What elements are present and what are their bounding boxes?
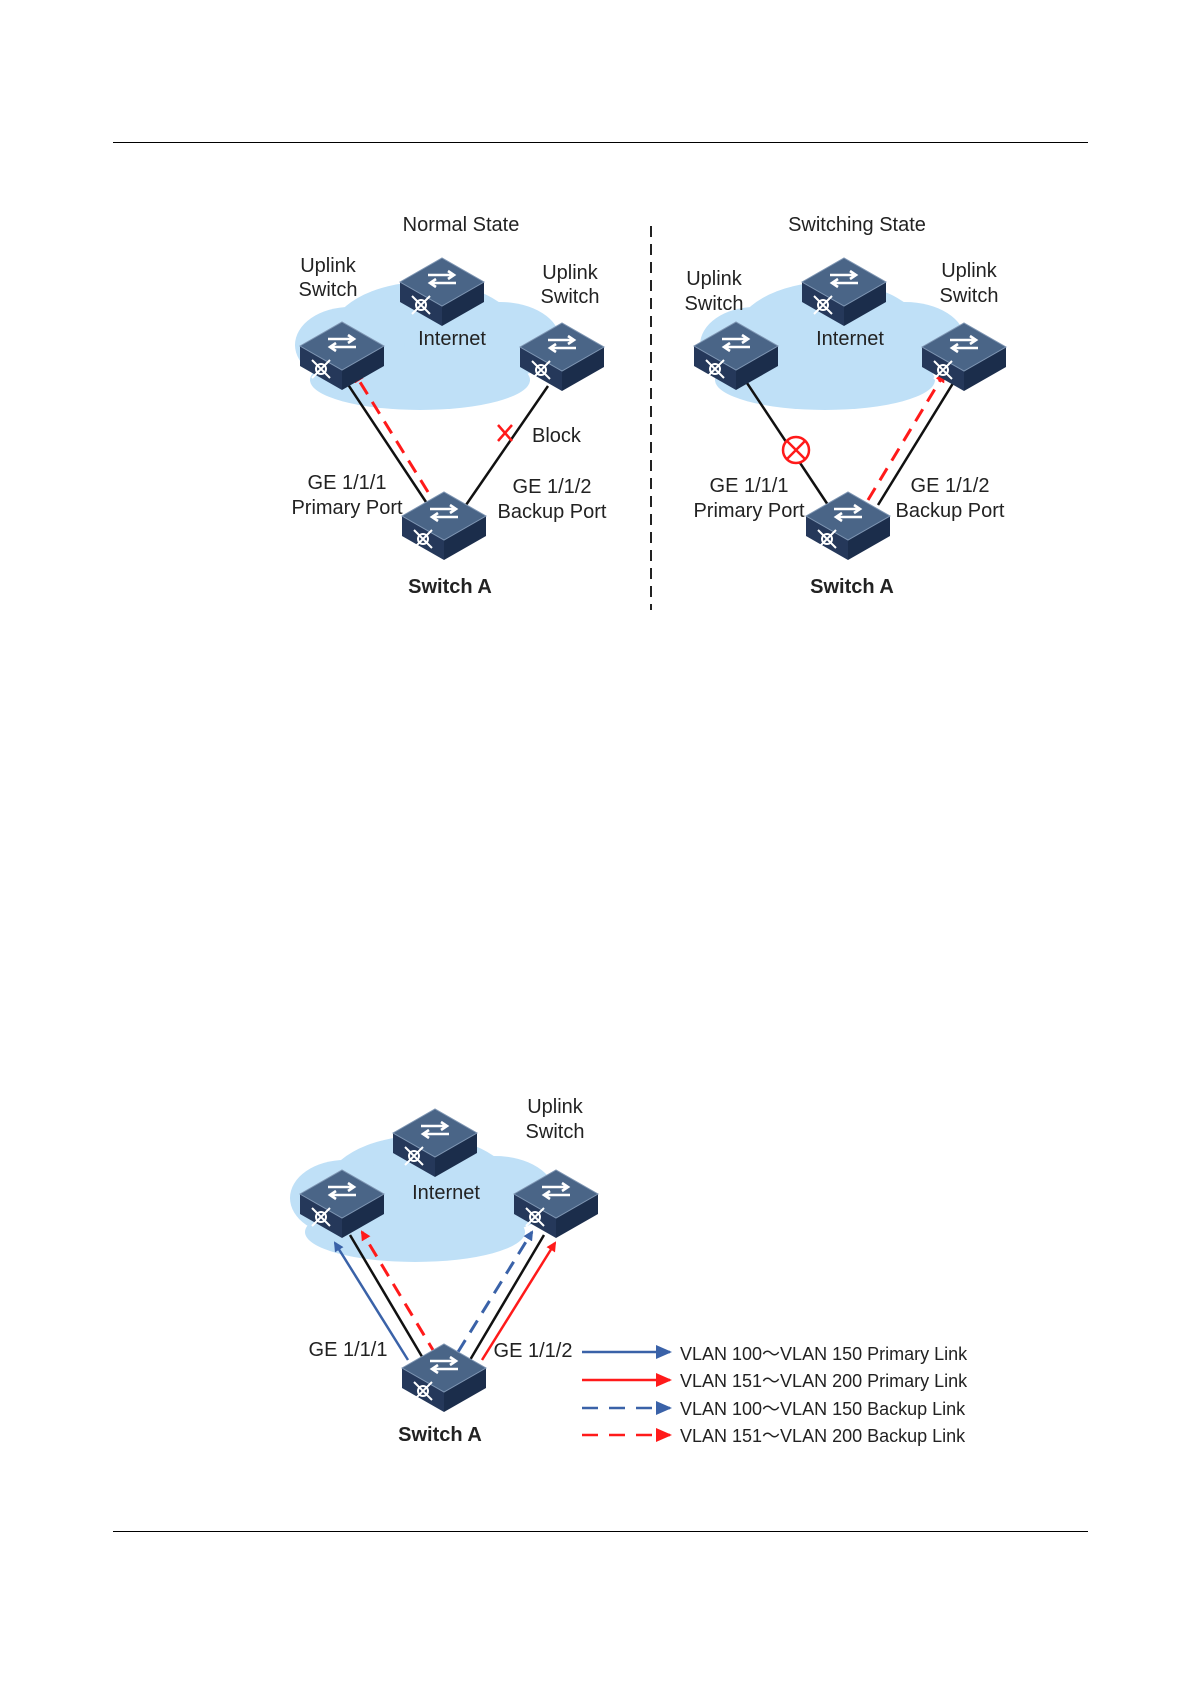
uplink-right-label-2: Switch — [541, 286, 600, 308]
vlan151-200-backup-link — [360, 1230, 438, 1356]
legend-label: VLAN 100～VLAN 150 Primary Link — [680, 1344, 968, 1364]
switch-a — [400, 490, 488, 562]
primary-link — [343, 379, 430, 506]
uplink-left-label-1: Uplink — [300, 255, 357, 277]
uplink-label-2: Switch — [526, 1121, 585, 1143]
switch-a — [804, 490, 892, 562]
backup-link — [464, 385, 550, 506]
vlan100-150-backup-link — [456, 1230, 534, 1353]
primary-port-label-1: GE 1/1/1 — [308, 472, 387, 494]
block-label: Block — [532, 425, 582, 447]
switching-state-panel: Internet Switching State Uplink Switch U… — [685, 214, 1008, 598]
backup-port-label-2: Backup Port — [498, 501, 607, 523]
uplink-left-label-2: Switch — [299, 279, 358, 301]
legend: VLAN 100～VLAN 150 Primary Link VLAN 151～… — [582, 1344, 968, 1446]
panel-title: Normal State — [403, 214, 520, 236]
internet-label: Internet — [412, 1182, 480, 1204]
panel-title: Switching State — [788, 214, 926, 236]
footer-rule — [113, 1531, 1088, 1532]
link-fault-icon — [781, 435, 811, 465]
normal-state-panel: Internet Block Normal State Uplink Switc… — [291, 214, 606, 598]
port2-label: GE 1/1/2 — [494, 1340, 573, 1362]
physical-link-right — [468, 1234, 546, 1361]
backup-port-label-1: GE 1/1/2 — [911, 475, 990, 497]
primary-port-label-2: Primary Port — [693, 500, 805, 522]
switch-a-label: Switch A — [810, 576, 894, 598]
vlan151-200-primary-link — [480, 1241, 557, 1361]
switch-a-label: Switch A — [408, 576, 492, 598]
backup-port-label-2: Backup Port — [896, 500, 1005, 522]
switch-a-label: Switch A — [398, 1424, 482, 1446]
header-rule — [113, 142, 1088, 143]
primary-port-label-1: GE 1/1/1 — [710, 475, 789, 497]
uplink-left-label-2: Switch — [685, 293, 744, 315]
uplink-right-label-1: Uplink — [542, 262, 599, 284]
vlan-load-sharing-diagram: Internet Uplink Switch GE 1/1/1 GE 1/1/2… — [290, 1096, 968, 1446]
primary-traffic-arrow — [353, 372, 430, 493]
legend-label: VLAN 151～VLAN 200 Backup Link — [680, 1426, 966, 1446]
backup-link — [876, 379, 957, 506]
port1-label: GE 1/1/1 — [309, 1339, 388, 1361]
physical-link-left — [348, 1234, 426, 1361]
legend-label: VLAN 151～VLAN 200 Primary Link — [680, 1371, 968, 1391]
internet-label: Internet — [816, 328, 884, 350]
block-icon — [497, 424, 513, 442]
internet-label: Internet — [418, 328, 486, 350]
uplink-label-1: Uplink — [527, 1096, 584, 1118]
uplink-right-label-1: Uplink — [941, 260, 998, 282]
uplink-left-label-1: Uplink — [686, 268, 743, 290]
legend-label: VLAN 100～VLAN 150 Backup Link — [680, 1399, 966, 1419]
backup-port-label-1: GE 1/1/2 — [513, 476, 592, 498]
uplink-right-label-2: Switch — [940, 285, 999, 307]
vlan100-150-primary-link — [333, 1241, 410, 1361]
primary-port-label-2: Primary Port — [291, 497, 403, 519]
backup-traffic-arrow — [866, 372, 946, 501]
